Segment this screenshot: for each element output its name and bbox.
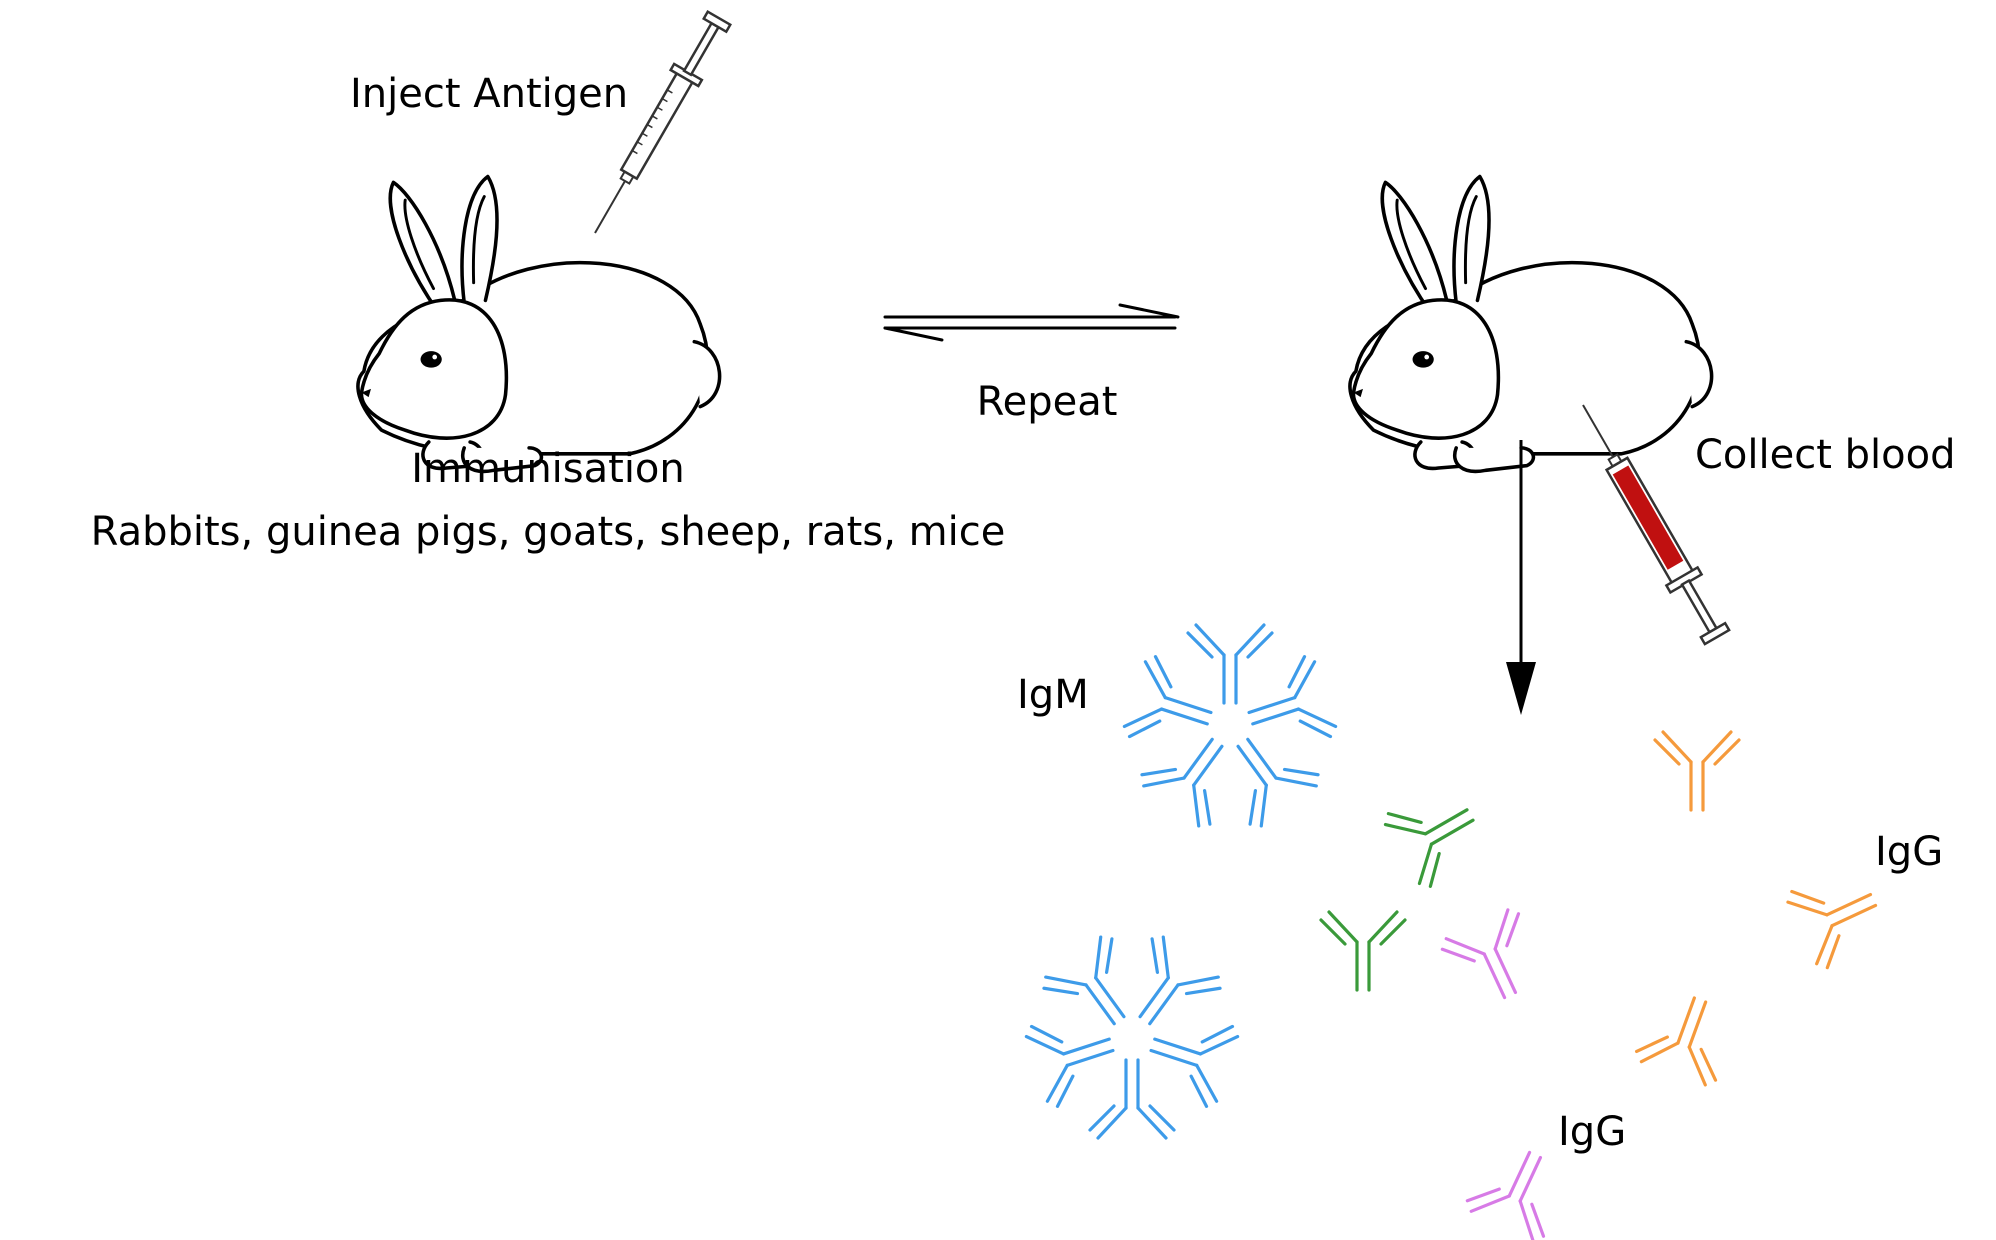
igm-pentamer-lower bbox=[1022, 930, 1242, 1140]
igm-label: IgM bbox=[1017, 672, 1089, 718]
antibody-icon-orange-3 bbox=[1632, 984, 1742, 1090]
antibody-icon-orange-2 bbox=[1782, 860, 1893, 973]
igg-right-label: IgG bbox=[1875, 829, 1943, 875]
antibody-icon-green-2 bbox=[1319, 910, 1407, 992]
igm-pentamer-upper-group bbox=[1120, 623, 1340, 833]
igg-bottom-label: IgG bbox=[1558, 1109, 1626, 1155]
syringe-icon bbox=[579, 8, 735, 243]
antibody-icon-green-1 bbox=[1379, 777, 1493, 892]
blood-syringe-icon bbox=[1582, 404, 1731, 646]
rabbit-icon-blood-donor bbox=[1348, 174, 1714, 474]
antibody-icon-violet-1 bbox=[1437, 904, 1550, 1015]
down-arrow-icon bbox=[1506, 440, 1536, 715]
antibody-icon-violet-2 bbox=[1462, 1135, 1575, 1240]
species-label: Rabbits, guinea pigs, goats, sheep, rats… bbox=[91, 509, 1006, 555]
inject-antigen-label: Inject Antigen bbox=[350, 71, 628, 117]
antibody-icon-orange-1 bbox=[1653, 730, 1741, 812]
equilibrium-arrows-icon bbox=[883, 303, 1180, 342]
immunisation-label: Immunisation bbox=[411, 446, 685, 492]
collect-blood-label: Collect blood bbox=[1695, 432, 1955, 478]
repeat-label: Repeat bbox=[977, 379, 1118, 425]
rabbit-icon-immunisation bbox=[356, 174, 722, 474]
